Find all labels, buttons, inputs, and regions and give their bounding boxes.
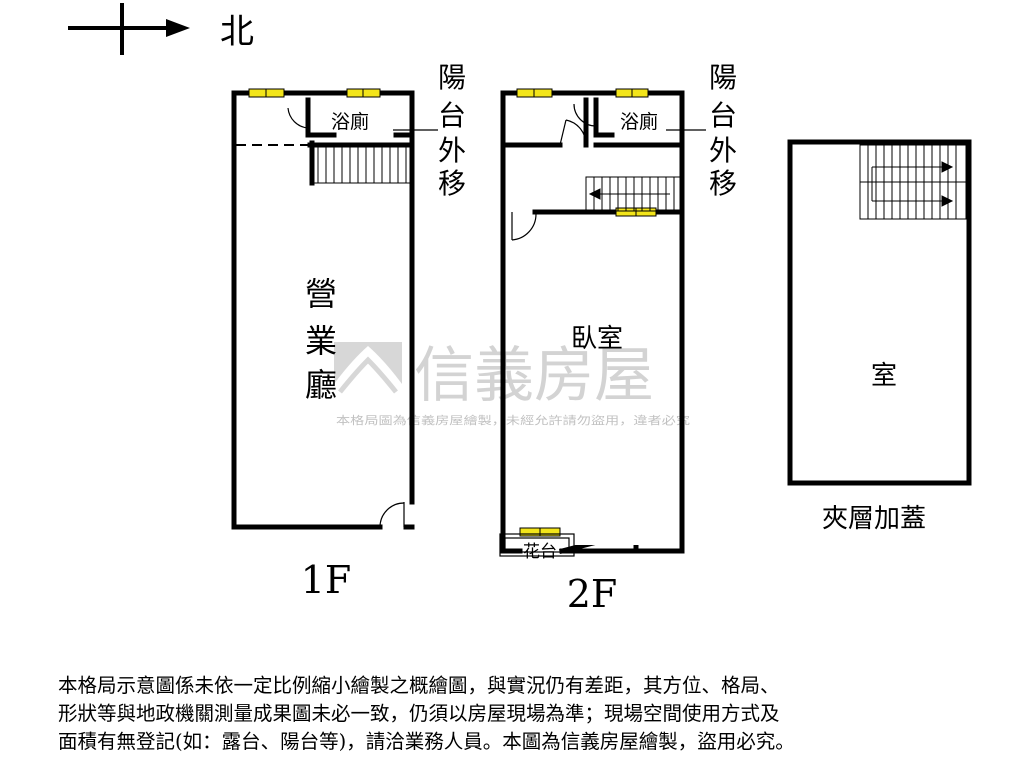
floor-1f-hall-label: 營 業 廳 (305, 275, 337, 404)
disclaimer-line: 本格局示意圖係未依一定比例縮小繪製之概繪圖，與實況仍有差距，其方位、格局、 (58, 674, 780, 697)
floor-1f-windows (248, 88, 381, 98)
svg-text:台: 台 (709, 99, 737, 132)
watermark-brand: 信義房屋 (414, 342, 654, 409)
floor-1f-label: 1F (301, 558, 352, 602)
floor-2f: 花台 浴廁 陽 台 外 移 臥室 2F (499, 61, 737, 616)
mezzanine-label: 夾層加蓋 (822, 504, 926, 534)
floor-2f-stairs (585, 176, 681, 212)
svg-text:移: 移 (438, 167, 466, 200)
svg-text:外: 外 (438, 134, 466, 167)
floor-2f-bottom-wall (560, 528, 640, 545)
mezzanine-room-label: 室 (871, 361, 897, 391)
disclaimer-note: 本格局示意圖係未依一定比例縮小繪製之概繪圖，與實況仍有差距，其方位、格局、 形狀… (58, 672, 978, 756)
floor-2f-walls (500, 90, 685, 555)
watermark-logo-icon (334, 342, 402, 402)
floor-plan-drawing: 北 信義房屋 本格局圖為信義房屋繪製，未經允許請勿盜用，違者必究 (68, 3, 972, 616)
floor-mezzanine: 室 夾層加蓋 (787, 139, 972, 534)
floor-2f-bathroom-label: 浴廁 (620, 110, 658, 133)
svg-text:廳: 廳 (305, 366, 337, 404)
floor-2f-label: 2F (567, 572, 618, 616)
floor-2f-planter (499, 533, 575, 557)
floor-1f-balcony-label: 陽 台 外 移 (438, 61, 466, 200)
floor-1f-entrance-door (379, 502, 405, 528)
north-arrow-icon (68, 3, 190, 55)
mezzanine-walls (787, 139, 972, 486)
floor-2f-doors (511, 100, 597, 241)
floor-1f-bathroom-door (287, 100, 309, 129)
floor-2f-balcony-label: 陽 台 外 移 (709, 61, 737, 200)
disclaimer-line: 形狀等與地政機關測量成果圖未必一致，仍須以房屋現場為準；現場空間使用方式及 (58, 702, 780, 725)
mezzanine-stairs (859, 144, 967, 220)
watermark: 信義房屋 本格局圖為信義房屋繪製，未經允許請勿盜用，違者必究 (334, 342, 690, 427)
svg-text:台: 台 (438, 99, 466, 132)
floor-2f-bedroom-label: 臥室 (571, 324, 623, 354)
floor-1f: 浴廁 陽 台 外 移 營 業 廳 1F (231, 61, 466, 602)
svg-text:移: 移 (709, 167, 737, 200)
svg-text:陽: 陽 (438, 61, 466, 94)
floor-2f-planter-label: 花台 (523, 542, 557, 562)
floor-1f-stairs (313, 146, 411, 184)
svg-text:外: 外 (709, 134, 737, 167)
floor-1f-bathroom-label: 浴廁 (331, 110, 369, 133)
floor-2f-windows (516, 88, 657, 537)
svg-text:陽: 陽 (709, 61, 737, 94)
svg-text:營: 營 (305, 275, 337, 313)
watermark-subtext: 本格局圖為信義房屋繪製，未經允許請勿盜用，違者必究 (336, 413, 690, 427)
svg-text:業: 業 (305, 322, 337, 360)
disclaimer-line: 面積有無登記(如：露台、陽台等)，請洽業務人員。本圖為信義房屋繪製，盜用必究。 (58, 730, 795, 753)
north-label: 北 (220, 12, 254, 52)
